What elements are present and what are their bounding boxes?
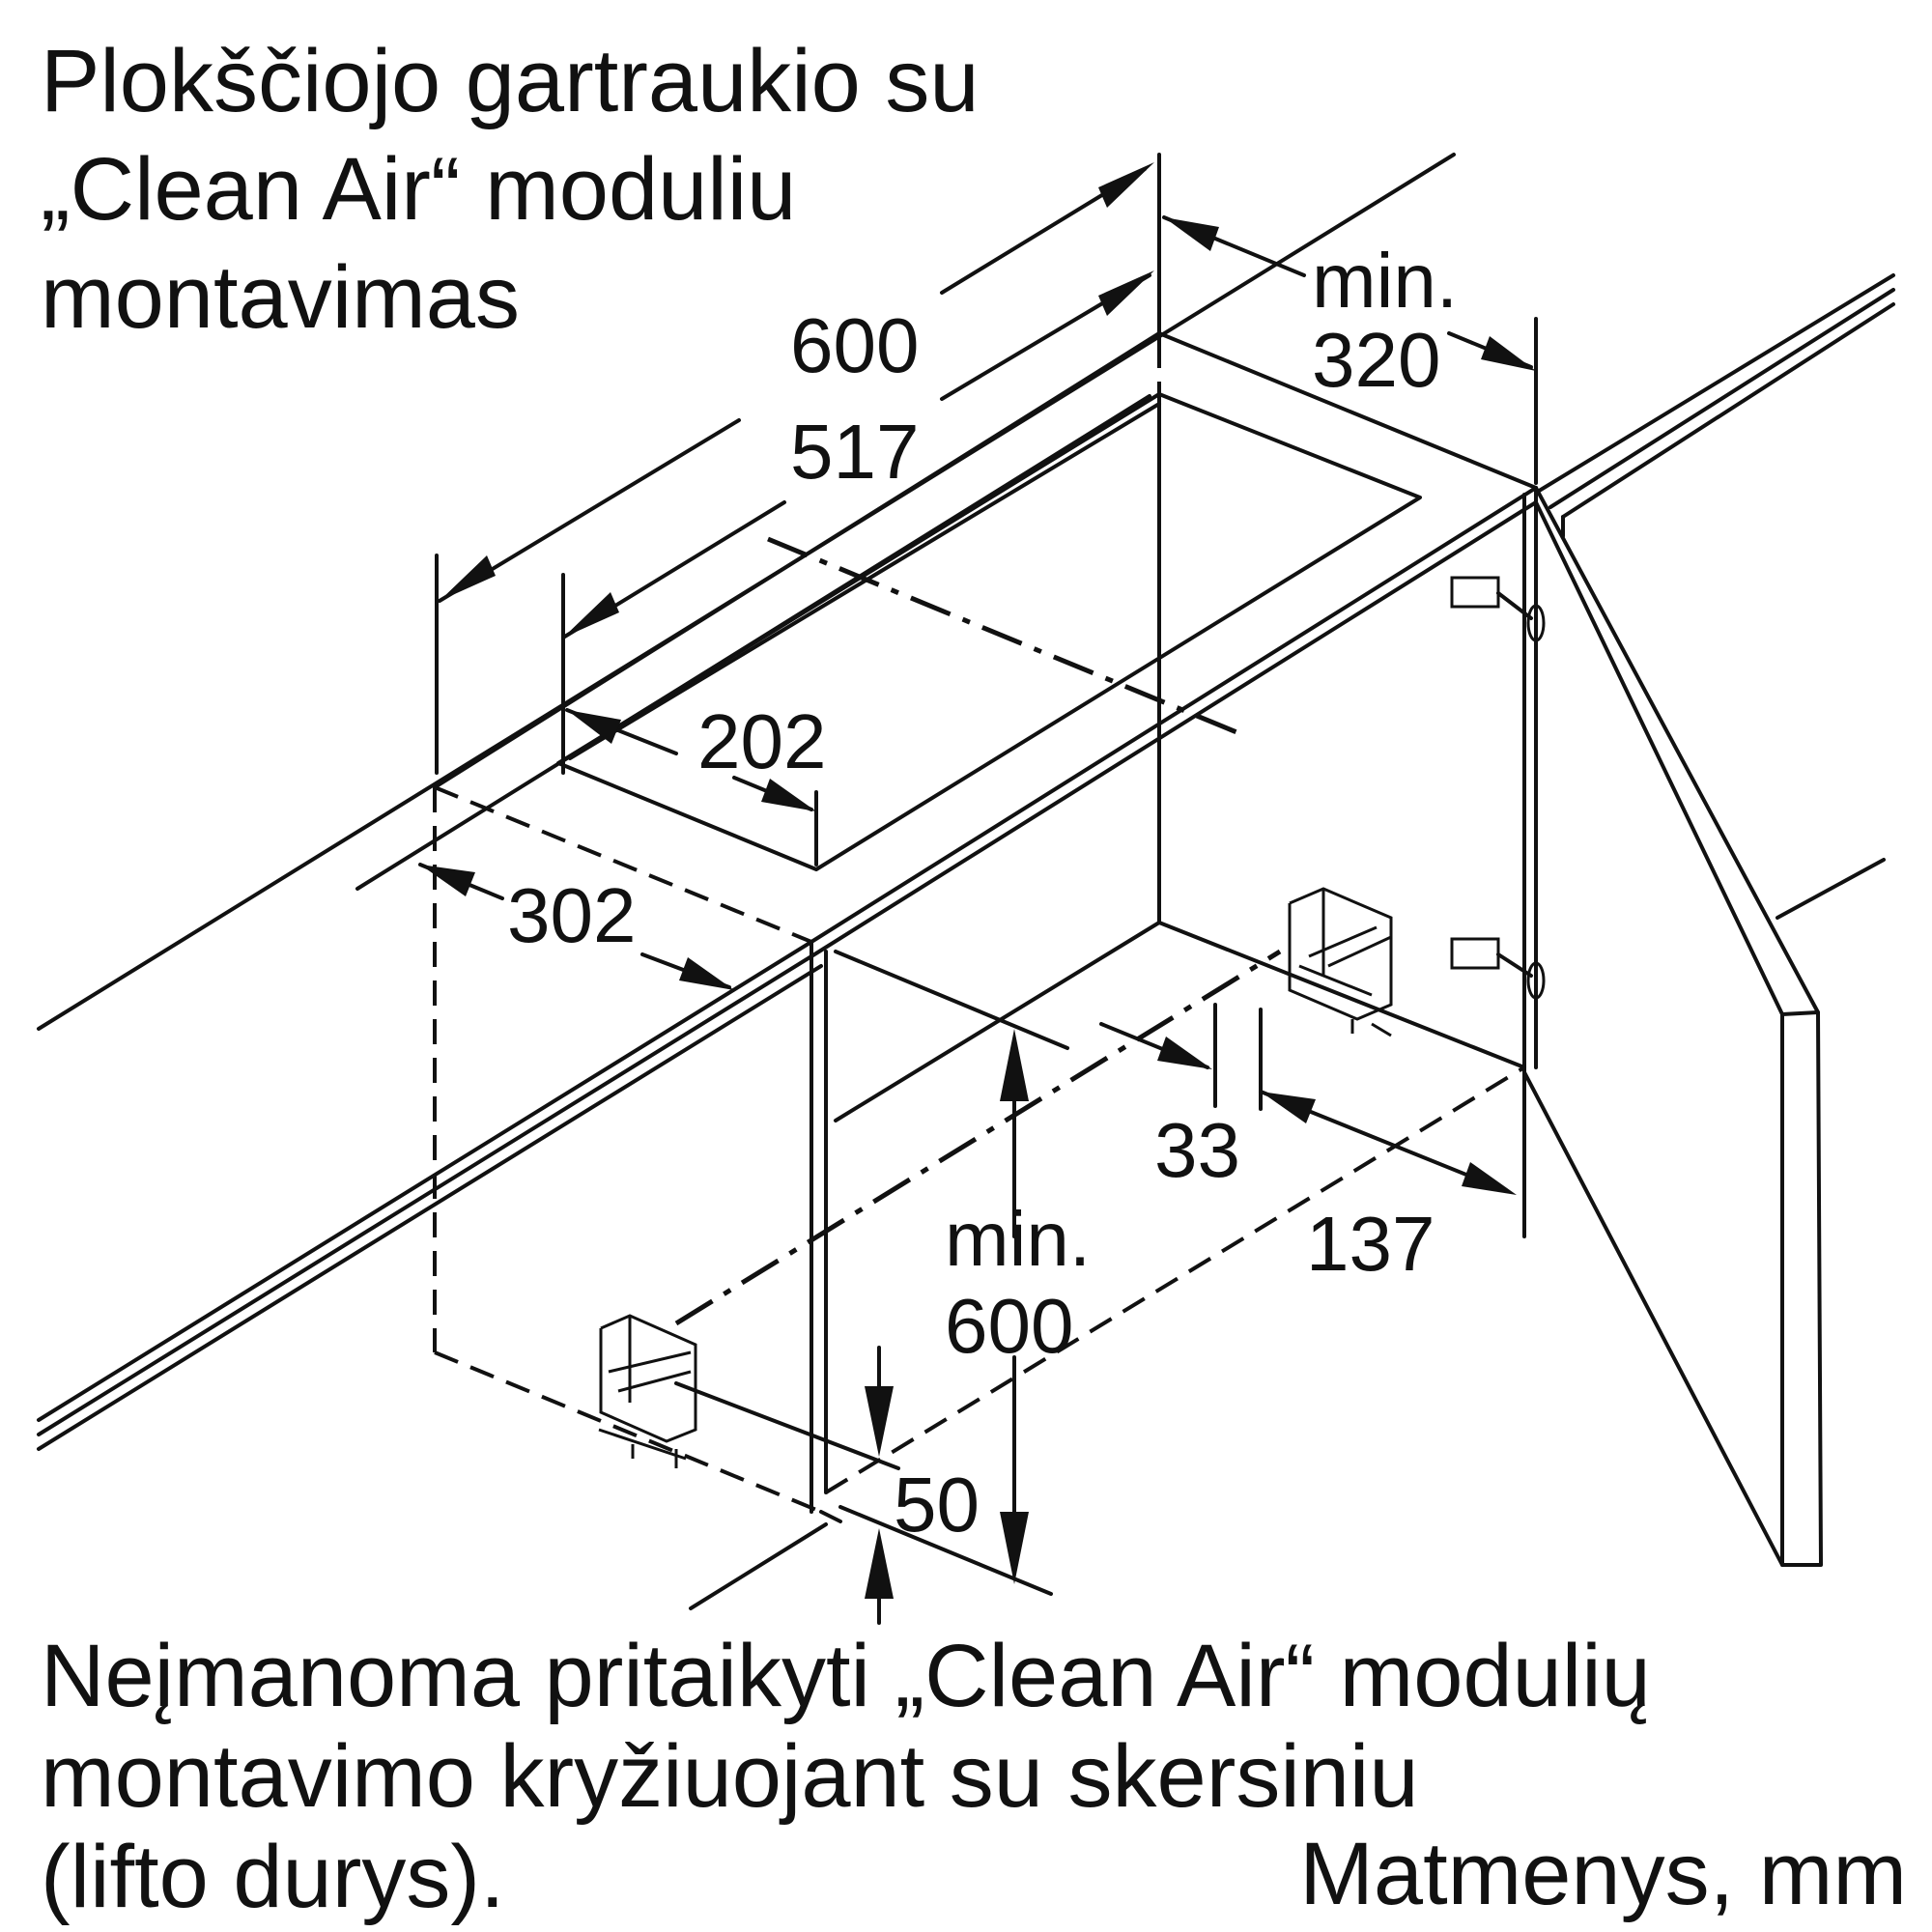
clean-air-module-left [598, 1314, 697, 1468]
dim-33-label: 33 [1154, 1107, 1240, 1193]
dim-202-label: 202 [697, 698, 826, 784]
dim-min-320: min. 320 [1162, 215, 1538, 485]
dim-302: 302 [418, 863, 734, 990]
dim-137-label: 137 [1306, 1201, 1435, 1287]
lift-door [1450, 273, 1895, 1567]
dim-302-label: 302 [507, 872, 636, 958]
dim-517-label: 517 [790, 409, 919, 495]
wall-cabinet-left-run [37, 153, 1456, 1451]
installation-note: Neįmanoma pritaikyti „Clean Air“ modulių… [41, 1626, 1651, 1927]
clean-air-module-right [1288, 887, 1393, 1037]
dim-50-label: 50 [894, 1462, 980, 1548]
dim-min-320-value: 320 [1312, 317, 1440, 403]
dim-min-320-min: min. [1312, 238, 1458, 324]
units-label: Matmenys, mm [1299, 1825, 1907, 1923]
dim-min-600-value: 600 [945, 1283, 1073, 1369]
diagram-title: Plokščiojo gartraukio su „Clean Air“ mod… [41, 27, 980, 352]
cabinet-interior [834, 404, 1526, 1122]
dim-50: 50 [674, 1346, 980, 1625]
note-line-3: (lifto durys). [41, 1828, 505, 1926]
hidden-edges [433, 343, 1526, 1514]
title-line-2: „Clean Air“ moduliu [41, 140, 797, 239]
title-line-3: montavimas [41, 248, 520, 347]
dim-600-label: 600 [790, 302, 919, 388]
dim-137: 137 [1259, 1070, 1526, 1287]
note-line-2: montavimo kryžiuojant su skersiniu [41, 1727, 1419, 1826]
dim-min-600-min: min. [945, 1196, 1091, 1282]
dim-min-600: min. 600 [838, 1029, 1091, 1596]
title-line-1: Plokščiojo gartraukio su [41, 32, 980, 130]
center-lines [674, 536, 1282, 1326]
dim-202: 202 [565, 698, 826, 867]
dim-600: 600 [435, 153, 1161, 775]
dim-33: 33 [1099, 1003, 1263, 1193]
dim-517: 517 [561, 270, 1154, 775]
note-line-1: Neįmanoma pritaikyti „Clean Air“ modulių [41, 1627, 1651, 1725]
